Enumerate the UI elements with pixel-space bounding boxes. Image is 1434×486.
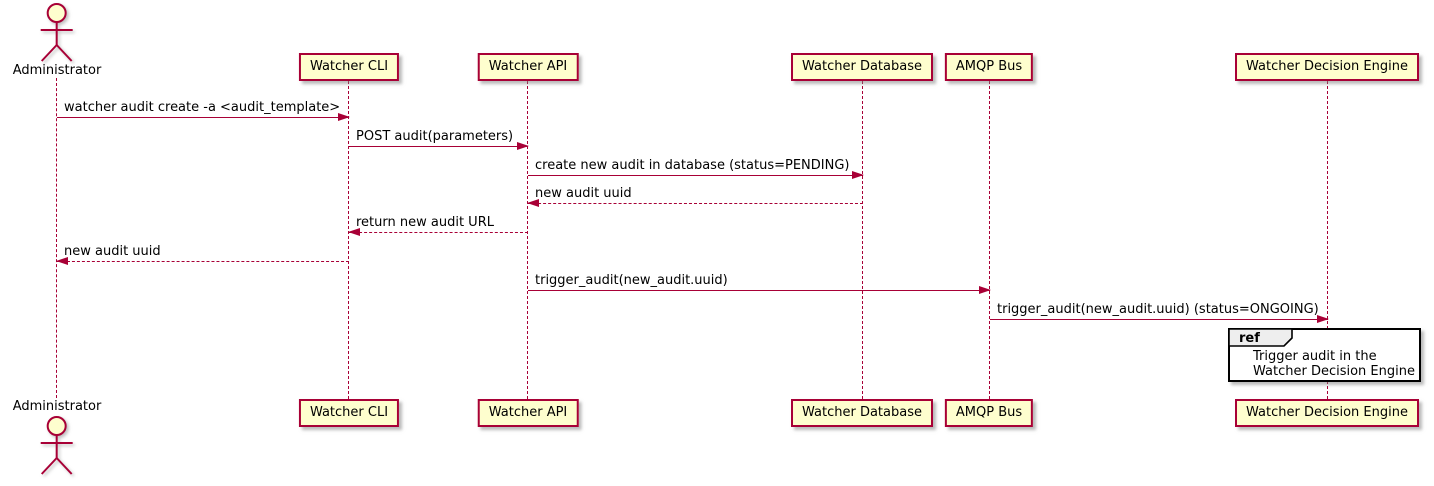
lifeline-watcher-decision-engine [1327,81,1328,399]
actor-label: Administrator [12,399,102,414]
actor-administrator-top: Administrator [12,3,102,78]
message-trigger-audit: trigger_audit(new_audit.uuid) [528,273,991,294]
message-return-new-audit-url: return new audit URL [348,215,528,236]
message-label: trigger_audit(new_audit.uuid) (status=ON… [997,302,1319,317]
lifeline-watcher-cli [348,81,349,399]
participant-box-watcher-api-bottom: Watcher API [477,399,579,427]
arrowhead-right-icon [517,142,529,150]
ref-text-line: Watcher Decision Engine [1253,364,1415,379]
ref-text-line: Trigger audit in the [1253,349,1377,364]
lifeline-administrator [56,78,57,398]
ref-tab-shape [1229,329,1293,347]
participant-box-watcher-api-top: Watcher API [477,53,579,81]
participant-box-watcher-decision-engine-top: Watcher Decision Engine [1235,53,1419,81]
message-new-audit-uuid-to-admin: new audit uuid [56,244,349,265]
actor-icon [41,3,73,62]
arrowhead-right-icon [338,113,350,121]
actor-label: Administrator [12,63,102,78]
message-label: watcher audit create -a <audit_template> [64,100,341,115]
actor-icon [41,416,73,475]
actor-administrator-bottom: Administrator [12,399,102,478]
lifeline-amqp-bus [989,81,990,399]
participant-box-watcher-database-top: Watcher Database [791,53,933,81]
message-arrow [56,257,349,265]
message-watcher-audit-create: watcher audit create -a <audit_template> [57,100,350,121]
arrowhead-left-icon [56,257,68,265]
participant-box-watcher-cli-top: Watcher CLI [298,53,400,81]
message-label: POST audit(parameters) [356,129,514,144]
arrowhead-left-icon [527,199,539,207]
message-arrow [349,142,529,150]
arrowhead-left-icon [348,228,360,236]
message-create-new-audit: create new audit in database (status=PEN… [528,158,864,179]
message-arrow [57,113,350,121]
message-label: return new audit URL [356,215,494,230]
ref-keyword: ref [1239,331,1260,346]
message-arrow [990,315,1329,323]
participant-box-watcher-decision-engine-bottom: Watcher Decision Engine [1235,399,1419,427]
arrowhead-right-icon [979,286,991,294]
message-post-audit: POST audit(parameters) [349,129,529,150]
message-arrow [528,286,991,294]
message-label: trigger_audit(new_audit.uuid) [535,273,728,288]
arrowhead-right-icon [1317,315,1329,323]
lifeline-watcher-api [527,81,528,399]
ref-fragment: ref Trigger audit in the Watcher Decisio… [1228,328,1421,382]
message-label: new audit uuid [64,244,161,259]
participant-box-amqp-bus-top: AMQP Bus [944,53,1034,81]
message-arrow [527,199,863,207]
message-trigger-audit-ongoing: trigger_audit(new_audit.uuid) (status=ON… [990,302,1329,323]
message-new-audit-uuid-return: new audit uuid [527,186,863,207]
lifeline-watcher-database [862,81,863,399]
arrowhead-right-icon [852,171,864,179]
message-label: create new audit in database (status=PEN… [535,158,850,173]
message-label: new audit uuid [535,186,632,201]
participant-box-watcher-database-bottom: Watcher Database [791,399,933,427]
message-arrow [528,171,864,179]
participant-box-amqp-bus-bottom: AMQP Bus [944,399,1034,427]
participant-box-watcher-cli-bottom: Watcher CLI [298,399,400,427]
message-arrow [348,228,528,236]
